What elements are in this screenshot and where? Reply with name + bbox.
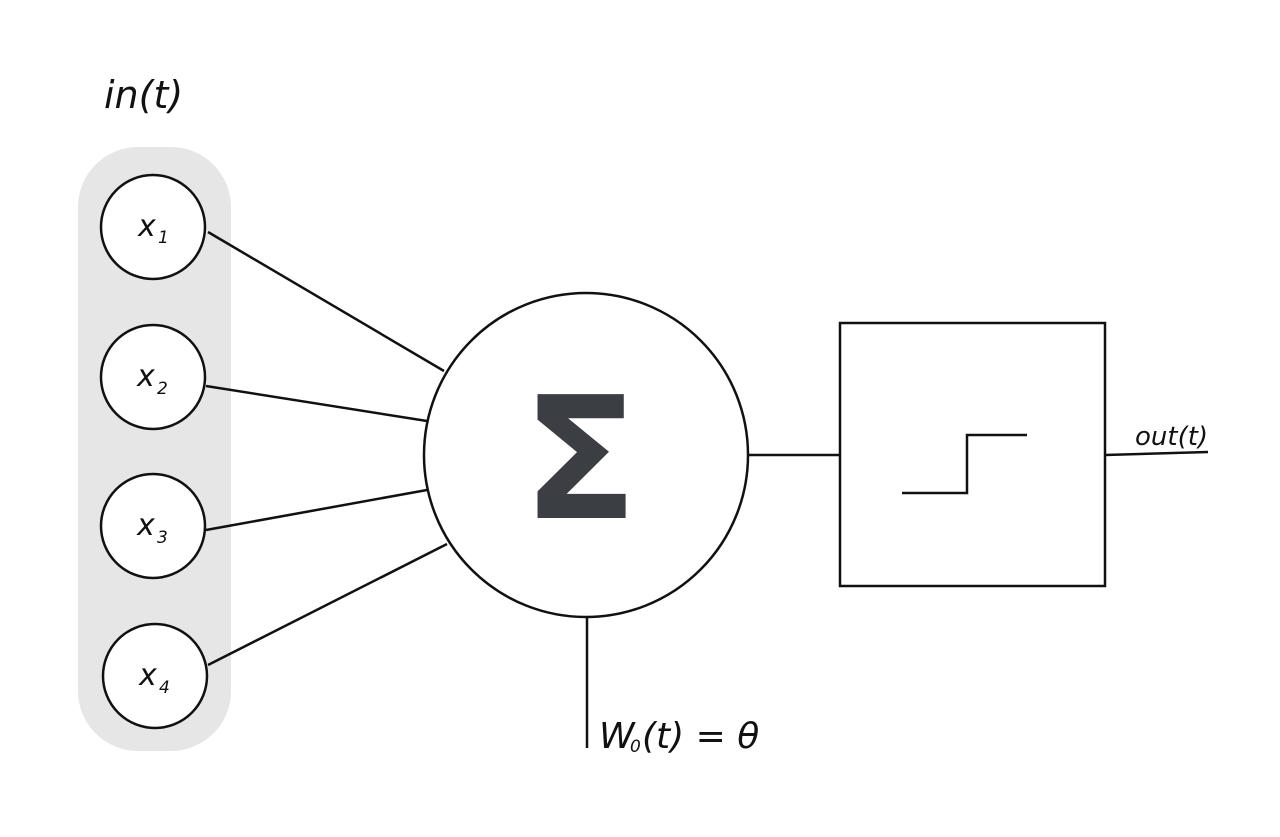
input-node-3: x 3 (99, 472, 207, 580)
input-node-3-var: x (136, 508, 155, 543)
input-node-2: x 2 (99, 323, 207, 431)
input-node-4-var: x (138, 658, 157, 693)
input-group-box (78, 147, 231, 751)
bias-label: W 0 (t) = θ (599, 716, 759, 757)
summation-node: Σ (422, 291, 750, 619)
bias-label-sub: 0 (630, 737, 641, 757)
input-node-2-sub: 2 (157, 379, 168, 399)
input-node-4-sub: 4 (159, 678, 170, 698)
input-edge-3 (205, 488, 428, 532)
step-function-icon (902, 433, 1027, 495)
input-node-4: x 4 (101, 622, 209, 730)
input-node-2-var: x (136, 359, 155, 394)
input-node-3-sub: 3 (157, 528, 168, 548)
input-node-1-var: x (137, 209, 156, 244)
input-edge-2 (205, 384, 428, 423)
input-edge-4 (207, 542, 448, 667)
bias-label-w: W (599, 716, 636, 757)
input-edge-1 (207, 230, 445, 373)
activation-box (838, 321, 1107, 588)
bias-label-rest: (t) = θ (642, 716, 759, 757)
input-group-label: in(t) (104, 73, 183, 117)
input-node-1-sub: 1 (158, 228, 169, 248)
sigma-symbol: Σ (522, 361, 638, 559)
output-edge (1104, 450, 1209, 457)
output-label: out(t) (1135, 422, 1208, 452)
input-node-1: x 1 (99, 173, 207, 281)
